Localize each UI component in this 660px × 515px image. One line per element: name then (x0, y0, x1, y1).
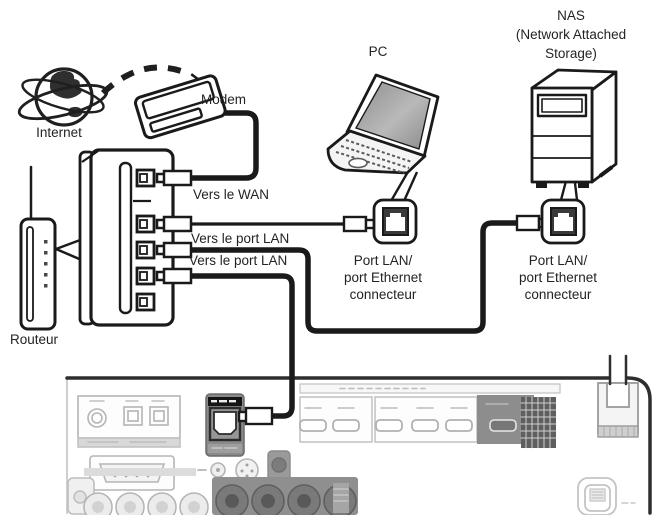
router-port-lan4 (135, 292, 156, 312)
modem-label: Modem (201, 92, 247, 107)
modem-icon (133, 73, 227, 140)
nas-label-line: Storage) (545, 46, 597, 61)
ethernet-plug-pc (342, 215, 377, 233)
pc-port-label-line: connecteur (349, 287, 417, 302)
digital-audio-connectors (77, 395, 181, 448)
hdmi-ports (299, 383, 561, 444)
vent-grille (520, 396, 557, 449)
lan-port-label-1: Vers le port LAN (191, 231, 290, 246)
nas-label-line: NAS (557, 8, 585, 23)
nas-port-label-line: Port LAN/ (528, 253, 588, 268)
rj45-jack-icon (382, 207, 409, 236)
router-icon (19, 165, 57, 331)
nas-port-label-line: port Ethernet (518, 270, 598, 285)
antenna-block (597, 382, 639, 438)
router-port-lan2 (135, 240, 156, 260)
cable-router-to-nas (192, 220, 519, 334)
ethernet-plug-lan2 (155, 241, 193, 259)
internet-label: Internet (36, 125, 82, 140)
wan-port-label: Vers le WAN (193, 187, 270, 202)
router-port-lan3 (135, 266, 156, 286)
router-port-wan (135, 168, 156, 188)
pc-label: PC (368, 44, 388, 59)
pc-ethernet-port-callout (342, 198, 418, 245)
network-port (205, 393, 245, 457)
internet-globe-icon (17, 67, 109, 127)
rj45-jack-icon (550, 207, 577, 236)
wireless-dashed-link (100, 64, 182, 96)
ac-inlet (577, 477, 636, 515)
nas-ethernet-port-callout (515, 198, 586, 245)
nas-icon (530, 68, 618, 201)
cable-modem-to-wan (192, 110, 259, 181)
pc-port-label-line: port Ethernet (343, 270, 423, 285)
ethernet-plug-lan1 (155, 215, 193, 233)
ethernet-plug-lan3 (155, 267, 193, 285)
pc-port-label-line: Port LAN/ (353, 253, 413, 268)
pc-port-label: Port LAN/ port Ethernet connecteur (328, 252, 438, 303)
router-label: Routeur (10, 332, 59, 347)
receiver-rear-panel (65, 354, 652, 515)
speaker-terminals (67, 468, 358, 515)
nas-label: NAS (Network Attached Storage) (496, 6, 646, 63)
receiver-outline (65, 376, 652, 515)
pc-icon (326, 73, 440, 202)
network-port-plug (237, 406, 274, 426)
nas-label-line: (Network Attached (515, 27, 627, 42)
nas-port-label-line: connecteur (524, 287, 592, 302)
lan-port-label-2: Vers le port LAN (189, 253, 288, 268)
nas-port-label: Port LAN/ port Ethernet connecteur (503, 252, 613, 303)
router-ports-panel (78, 148, 193, 327)
antenna-prongs (608, 354, 628, 386)
cable-router-to-receiver (192, 273, 295, 419)
ethernet-plug-wan (155, 169, 193, 187)
router-port-lan1 (135, 214, 156, 234)
